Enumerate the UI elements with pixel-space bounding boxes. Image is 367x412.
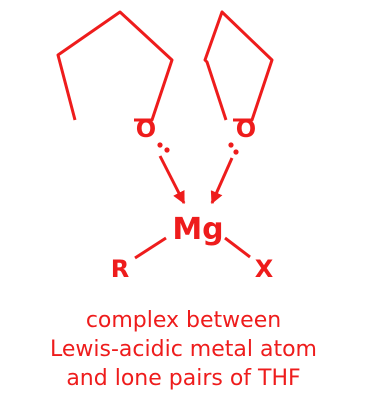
lone-pair-right — [228, 142, 239, 155]
caption: complex between Lewis-acidic metal atom … — [0, 306, 367, 393]
oxygen-atom-left: O — [136, 115, 156, 143]
substituent-r: R — [111, 255, 129, 283]
thf-ring-left — [56, 10, 174, 122]
caption-line-3: and lone pairs of THF — [66, 366, 301, 391]
substituent-x: X — [255, 255, 274, 283]
lone-pair-left — [157, 142, 170, 153]
coordination-arrow-left — [158, 155, 186, 205]
thf-ring-right — [203, 10, 274, 122]
coordination-arrow-right — [210, 157, 234, 205]
bond-r-mg — [134, 236, 167, 260]
caption-line-2: Lewis-acidic metal atom — [50, 337, 317, 362]
oxygen-atom-right: O — [236, 115, 256, 143]
caption-line-1: complex between — [85, 308, 282, 333]
magnesium-atom: Mg — [172, 212, 223, 247]
bond-mg-x — [224, 236, 251, 259]
